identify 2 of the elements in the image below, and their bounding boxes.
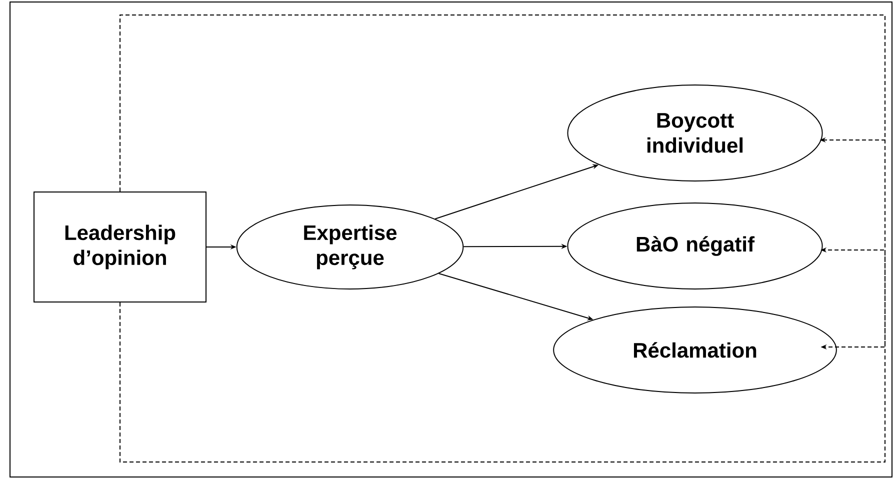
concept-box: Leadership d’opinion [34, 192, 206, 302]
arrow [120, 14, 886, 350]
